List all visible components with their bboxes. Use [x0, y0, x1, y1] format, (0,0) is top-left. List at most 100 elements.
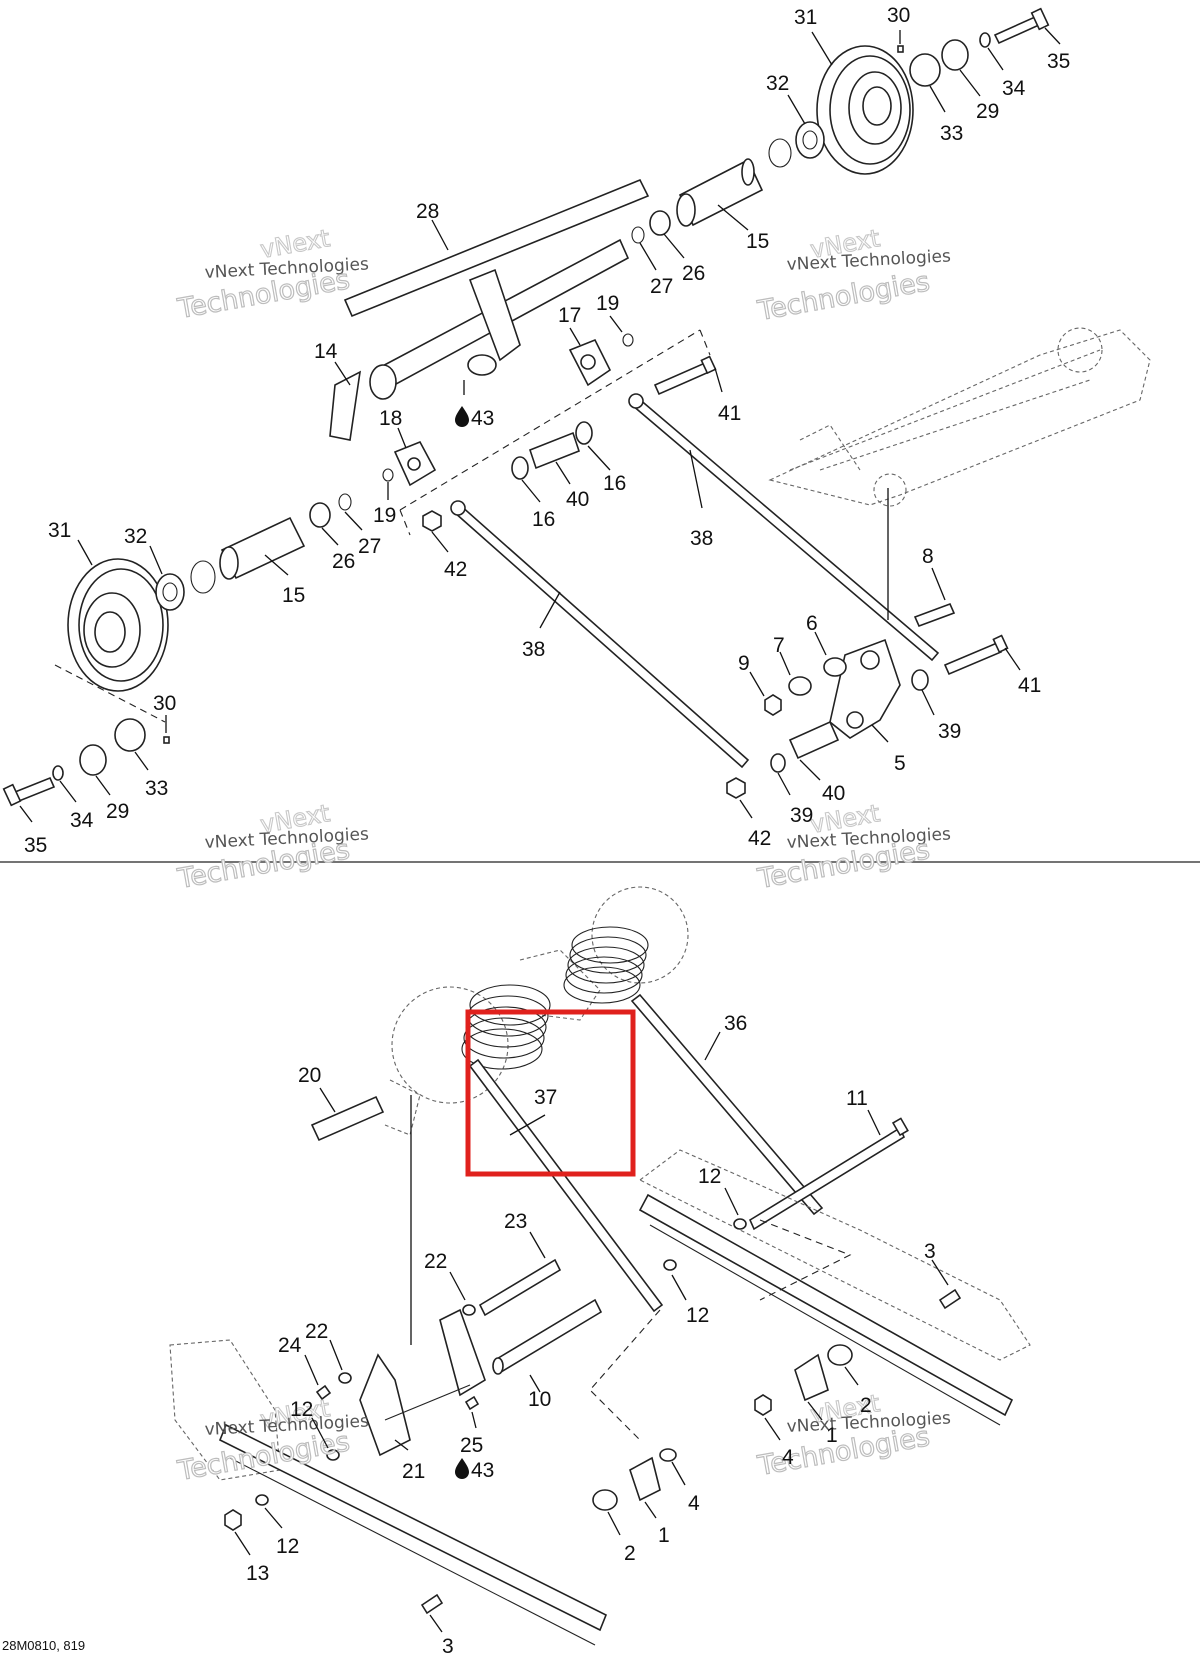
svg-text:vNext: vNext [258, 224, 332, 264]
nut-13 [224, 1509, 242, 1531]
snap-ring-right [768, 138, 792, 168]
bolt-41-lower [943, 641, 1003, 676]
ring-27-upper [631, 226, 645, 244]
callout-label: 26 [682, 262, 705, 285]
svg-text:Technologies: Technologies [755, 266, 932, 327]
rod-10 [493, 1298, 603, 1374]
callout-label: 41 [718, 402, 741, 425]
callout-label: 26 [332, 550, 355, 573]
callout-label: 42 [444, 558, 467, 581]
callout-label: 30 [887, 4, 910, 27]
bolt-8 [913, 602, 956, 628]
callout-label: 33 [940, 122, 963, 145]
callout-label: 12 [290, 1398, 313, 1421]
callout-label: 39 [790, 804, 813, 827]
spacer-33-top [909, 53, 941, 87]
callout-label: 31 [48, 519, 71, 542]
bushing-1-right [794, 1353, 829, 1402]
callout-label: 23 [504, 1210, 527, 1233]
washer-39-upper [911, 669, 929, 691]
screw-24 [315, 1384, 332, 1401]
callout-label: 32 [124, 525, 147, 548]
callout-label: 37 [534, 1086, 557, 1109]
washer-39-lower [770, 753, 786, 773]
bushing-26-lower [309, 502, 331, 528]
callout-label: 19 [373, 504, 396, 527]
idler-wheel-right [816, 45, 914, 175]
rod-28 [343, 178, 650, 318]
callout-label: 30 [153, 692, 176, 715]
bearing-right [795, 121, 825, 159]
bushing-6 [823, 657, 847, 677]
ghost-wheel-right [591, 886, 689, 984]
top-assembly [2, 7, 1151, 807]
spacer-40-upper [529, 431, 580, 470]
rod-23 [478, 1258, 562, 1317]
washer-29-top [941, 39, 969, 71]
callout-label: 11 [846, 1087, 868, 1110]
rod-11 [748, 1126, 906, 1231]
snap-ring-left [190, 560, 216, 594]
left-rail [218, 1423, 608, 1632]
torsion-spring-left [461, 984, 551, 1070]
dashed-guide-bottom [589, 1219, 852, 1441]
callout-label: 1 [658, 1524, 670, 1547]
bracket-21 [359, 1353, 411, 1457]
callout-label: 31 [794, 6, 817, 29]
spring-arm-36 [630, 993, 824, 1216]
washer-22-upper [462, 1304, 476, 1316]
diagram-code: 28M0810, 819 [2, 1638, 85, 1653]
highlight-box [465, 1009, 636, 1177]
screw-3-right [938, 1288, 962, 1310]
callout-label: 7 [773, 634, 785, 657]
spacer-40-lower [788, 720, 840, 760]
nut-9 [764, 694, 782, 716]
callout-label: 19 [596, 292, 619, 315]
washer-29-bottom [79, 744, 107, 776]
callout-label: 8 [922, 545, 934, 568]
bushing-2-left [592, 1489, 618, 1511]
right-rail [638, 1193, 1014, 1417]
bushing-26-upper [649, 210, 671, 236]
callout-label: 34 [1002, 77, 1026, 100]
bushing-7 [788, 676, 812, 696]
callout-label: 12 [698, 1165, 721, 1188]
bottom-assembly [169, 886, 1031, 1646]
callout-label: 35 [1047, 50, 1070, 73]
washer-12-lower [255, 1494, 269, 1506]
callout-label: 22 [305, 1320, 328, 1343]
set-screw-30-top [897, 45, 904, 53]
callout-label: 34 [70, 809, 94, 832]
callout-label: 12 [686, 1304, 709, 1327]
callout-label: 18 [379, 407, 402, 430]
washer-34-top [979, 32, 991, 48]
callout-label: 20 [298, 1064, 321, 1087]
spring-arm-37 [468, 1058, 664, 1313]
set-screw-30-bottom [163, 736, 170, 744]
callout-label: 2 [860, 1394, 872, 1417]
dashed-guide-left [54, 664, 166, 723]
bolt-41-upper [653, 361, 711, 396]
washer-34-bottom [52, 765, 64, 781]
bolt-35-top [993, 15, 1041, 45]
callout-label: 38 [522, 638, 545, 661]
callout-label: 12 [276, 1535, 299, 1558]
callout-label: 40 [566, 488, 589, 511]
bearing-left [155, 573, 185, 611]
ghost-wheel-left [391, 986, 509, 1104]
callout-label: 28 [416, 200, 439, 223]
callout-label: 40 [822, 782, 845, 805]
callouts-top: 31 30 35 32 34 29 33 28 15 27 26 14 [19, 4, 1070, 857]
callout-label: 33 [145, 777, 168, 800]
callout-label: 35 [24, 834, 47, 857]
callout-label: 2 [624, 1542, 636, 1565]
callout-label: 16 [603, 472, 626, 495]
callout-label: 14 [314, 340, 338, 363]
spacer-16-upper-b [511, 456, 529, 480]
callout-label: 4 [782, 1446, 794, 1469]
bushing-2-right [827, 1344, 853, 1366]
callout-label: 4 [688, 1492, 700, 1515]
callout-label: 43 [471, 407, 494, 430]
spacer-16-upper-a [575, 421, 593, 445]
